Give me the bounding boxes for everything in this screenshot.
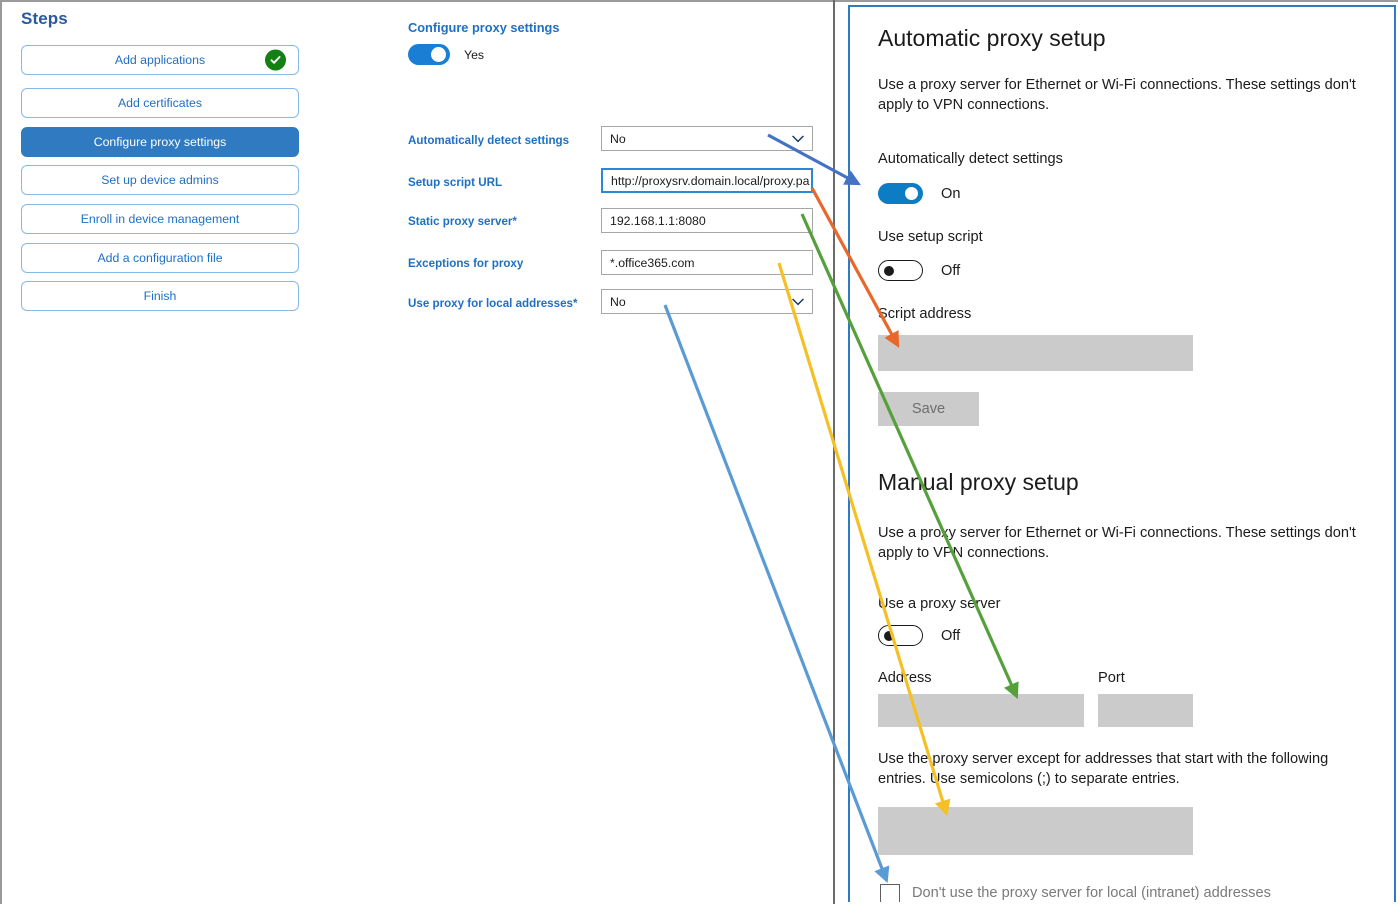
select-value: No [610, 131, 626, 146]
input-exceptions-for-proxy[interactable]: *.office365.com [601, 250, 813, 275]
check-circle-icon [265, 49, 286, 71]
checkbox-bypass-local-addresses[interactable] [880, 884, 900, 902]
toggle-switch-icon[interactable] [878, 260, 923, 281]
steps-title: Steps [21, 9, 68, 28]
input-exceptions[interactable] [878, 807, 1193, 855]
step-label: Add applications [114, 53, 206, 67]
chevron-down-icon [792, 298, 804, 305]
step-item-add-applications[interactable]: Add applications [21, 45, 299, 75]
step-label: Add certificates [117, 96, 203, 110]
toggle-use-setup-script[interactable]: Off [878, 260, 960, 281]
input-static-proxy-server[interactable]: 192.168.1.1:8080 [601, 208, 813, 233]
windows-proxy-settings-panel: Automatic proxy setup Use a proxy server… [848, 5, 1396, 902]
label-automatically-detect-settings: Automatically detect settings [408, 134, 570, 147]
toggle-state-label: Off [941, 262, 961, 279]
select-use-proxy-for-local-addresses[interactable]: No [601, 289, 813, 314]
configure-proxy-settings-toggle[interactable]: Yes [408, 44, 484, 65]
step-label: Add a configuration file [97, 251, 223, 265]
step-item-add-a-configuration-file[interactable]: Add a configuration file [21, 243, 299, 273]
form-heading: Configure proxy settings [408, 20, 560, 35]
input-value: *.office365.com [610, 255, 695, 270]
input-value: 192.168.1.1:8080 [610, 213, 706, 228]
label-static-proxy-server: Static proxy server* [408, 215, 517, 228]
toggle-value-label: Yes [464, 47, 485, 62]
manual-proxy-setup-heading: Manual proxy setup [878, 469, 1079, 495]
label-use-setup-script: Use setup script [878, 229, 983, 245]
required-marker: * [512, 215, 517, 228]
chevron-down-icon [792, 135, 804, 142]
panel-divider [833, 0, 835, 904]
input-script-address[interactable] [878, 335, 1193, 371]
step-label: Finish [143, 289, 177, 303]
step-item-add-certificates[interactable]: Add certificates [21, 88, 299, 118]
step-item-finish[interactable]: Finish [21, 281, 299, 311]
input-setup-script-url[interactable]: http://proxysrv.domain.local/proxy.pa [601, 168, 813, 193]
label-automatically-detect-settings: Automatically detect settings [878, 151, 1063, 167]
label-use-a-proxy-server: Use a proxy server [878, 596, 1001, 612]
input-address[interactable] [878, 694, 1084, 727]
exceptions-description: Use the proxy server except for addresse… [878, 751, 1329, 788]
label-exceptions-for-proxy: Exceptions for proxy [408, 257, 524, 270]
label-address: Address [878, 670, 932, 686]
toggle-switch-icon[interactable] [408, 44, 450, 65]
step-label: Configure proxy settings [93, 135, 227, 149]
save-button[interactable]: Save [878, 392, 979, 426]
step-label: Enroll in device management [80, 212, 240, 226]
step-label: Set up device admins [101, 173, 219, 187]
label-script-address: Script address [878, 306, 972, 322]
toggle-switch-icon[interactable] [878, 183, 923, 204]
proxy-form-panel: Configure proxy settings Yes Automatical… [408, 20, 813, 314]
manual-proxy-description: Use a proxy server for Ethernet or Wi-Fi… [878, 525, 1356, 562]
toggle-use-a-proxy-server[interactable]: Off [878, 625, 960, 646]
label-port: Port [1098, 670, 1125, 686]
toggle-switch-icon[interactable] [878, 625, 923, 646]
toggle-state-label: Off [941, 627, 961, 644]
step-item-set-up-device-admins[interactable]: Set up device admins [21, 165, 299, 195]
automatic-proxy-setup-heading: Automatic proxy setup [878, 25, 1106, 51]
label-use-proxy-for-local-addresses: Use proxy for local addresses* [408, 297, 578, 310]
input-value: http://proxysrv.domain.local/proxy.pa [611, 173, 810, 188]
label-bypass-local-addresses: Don't use the proxy server for local (in… [912, 885, 1271, 901]
toggle-automatically-detect-settings[interactable]: On [878, 183, 960, 204]
steps-panel: Steps Add applications Add certificates … [0, 0, 330, 330]
select-automatically-detect-settings[interactable]: No [601, 126, 813, 151]
step-item-enroll-in-device-management[interactable]: Enroll in device management [21, 204, 299, 234]
automatic-proxy-description: Use a proxy server for Ethernet or Wi-Fi… [878, 77, 1356, 114]
toggle-state-label: On [941, 185, 961, 202]
select-value: No [610, 294, 626, 309]
input-port[interactable] [1098, 694, 1193, 727]
label-setup-script-url: Setup script URL [408, 176, 503, 189]
step-item-configure-proxy-settings[interactable]: Configure proxy settings [21, 127, 299, 157]
required-marker: * [572, 297, 578, 310]
